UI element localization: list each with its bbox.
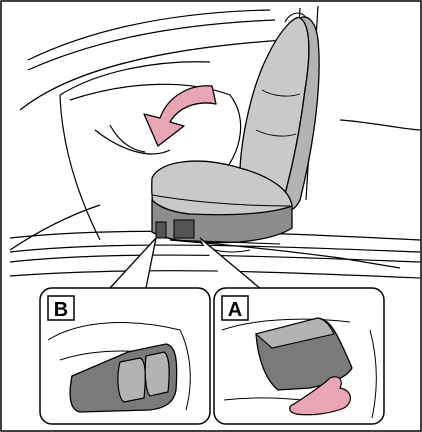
callout-b: B bbox=[40, 288, 210, 424]
switch-b-button-2 bbox=[145, 352, 169, 396]
switch-b-button-1 bbox=[118, 358, 145, 402]
seat-switch-b bbox=[156, 222, 166, 238]
callout-a-label: A bbox=[228, 299, 242, 321]
callout-b-label: B bbox=[54, 299, 68, 321]
seat-switch-a bbox=[174, 220, 194, 238]
callout-a: A bbox=[214, 288, 384, 424]
